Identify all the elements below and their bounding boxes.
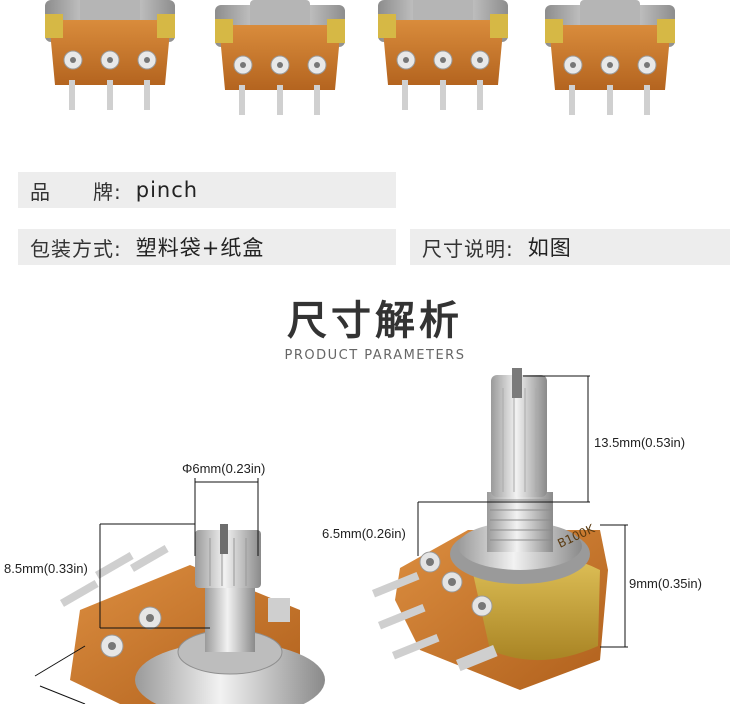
spec-label-size: 尺寸说明: [422, 236, 514, 261]
left-dimension-lines [34, 478, 259, 704]
spec-label-brand: 品 牌: [30, 179, 122, 204]
spec-row-brand: 品 牌: pinch [18, 172, 396, 208]
right-potentiometer-photo: B100K [371, 368, 608, 690]
product-photo-strip [0, 0, 750, 160]
section-subtitle: PRODUCT PARAMETERS [284, 348, 466, 363]
spec-value-packaging: 塑料袋+纸盒 [135, 236, 265, 260]
spec-row-packaging: 包装方式: 塑料袋+纸盒 [18, 229, 396, 265]
dim-label-body-height: 9mm(0.35in) [629, 576, 702, 591]
dimension-figure: Φ6mm(0.23in) 8.5mm(0.33in) B100K [4, 368, 702, 704]
dim-label-knurl-length: 8.5mm(0.33in) [4, 561, 88, 576]
section-title: 尺寸解析 [287, 298, 463, 344]
dim-label-shaft-diameter: Φ6mm(0.23in) [182, 461, 265, 476]
dim-label-thread-length: 6.5mm(0.26in) [322, 526, 406, 541]
spec-value-brand: pinch [135, 178, 199, 202]
spec-label-packaging: 包装方式: [30, 236, 122, 261]
dim-label-shaft-length: 13.5mm(0.53in) [594, 435, 685, 450]
spec-value-size: 如图 [527, 236, 572, 260]
left-potentiometer-photo [59, 524, 325, 704]
right-dimension-lines [417, 375, 628, 648]
spec-row-size: 尺寸说明: 如图 [410, 229, 730, 265]
